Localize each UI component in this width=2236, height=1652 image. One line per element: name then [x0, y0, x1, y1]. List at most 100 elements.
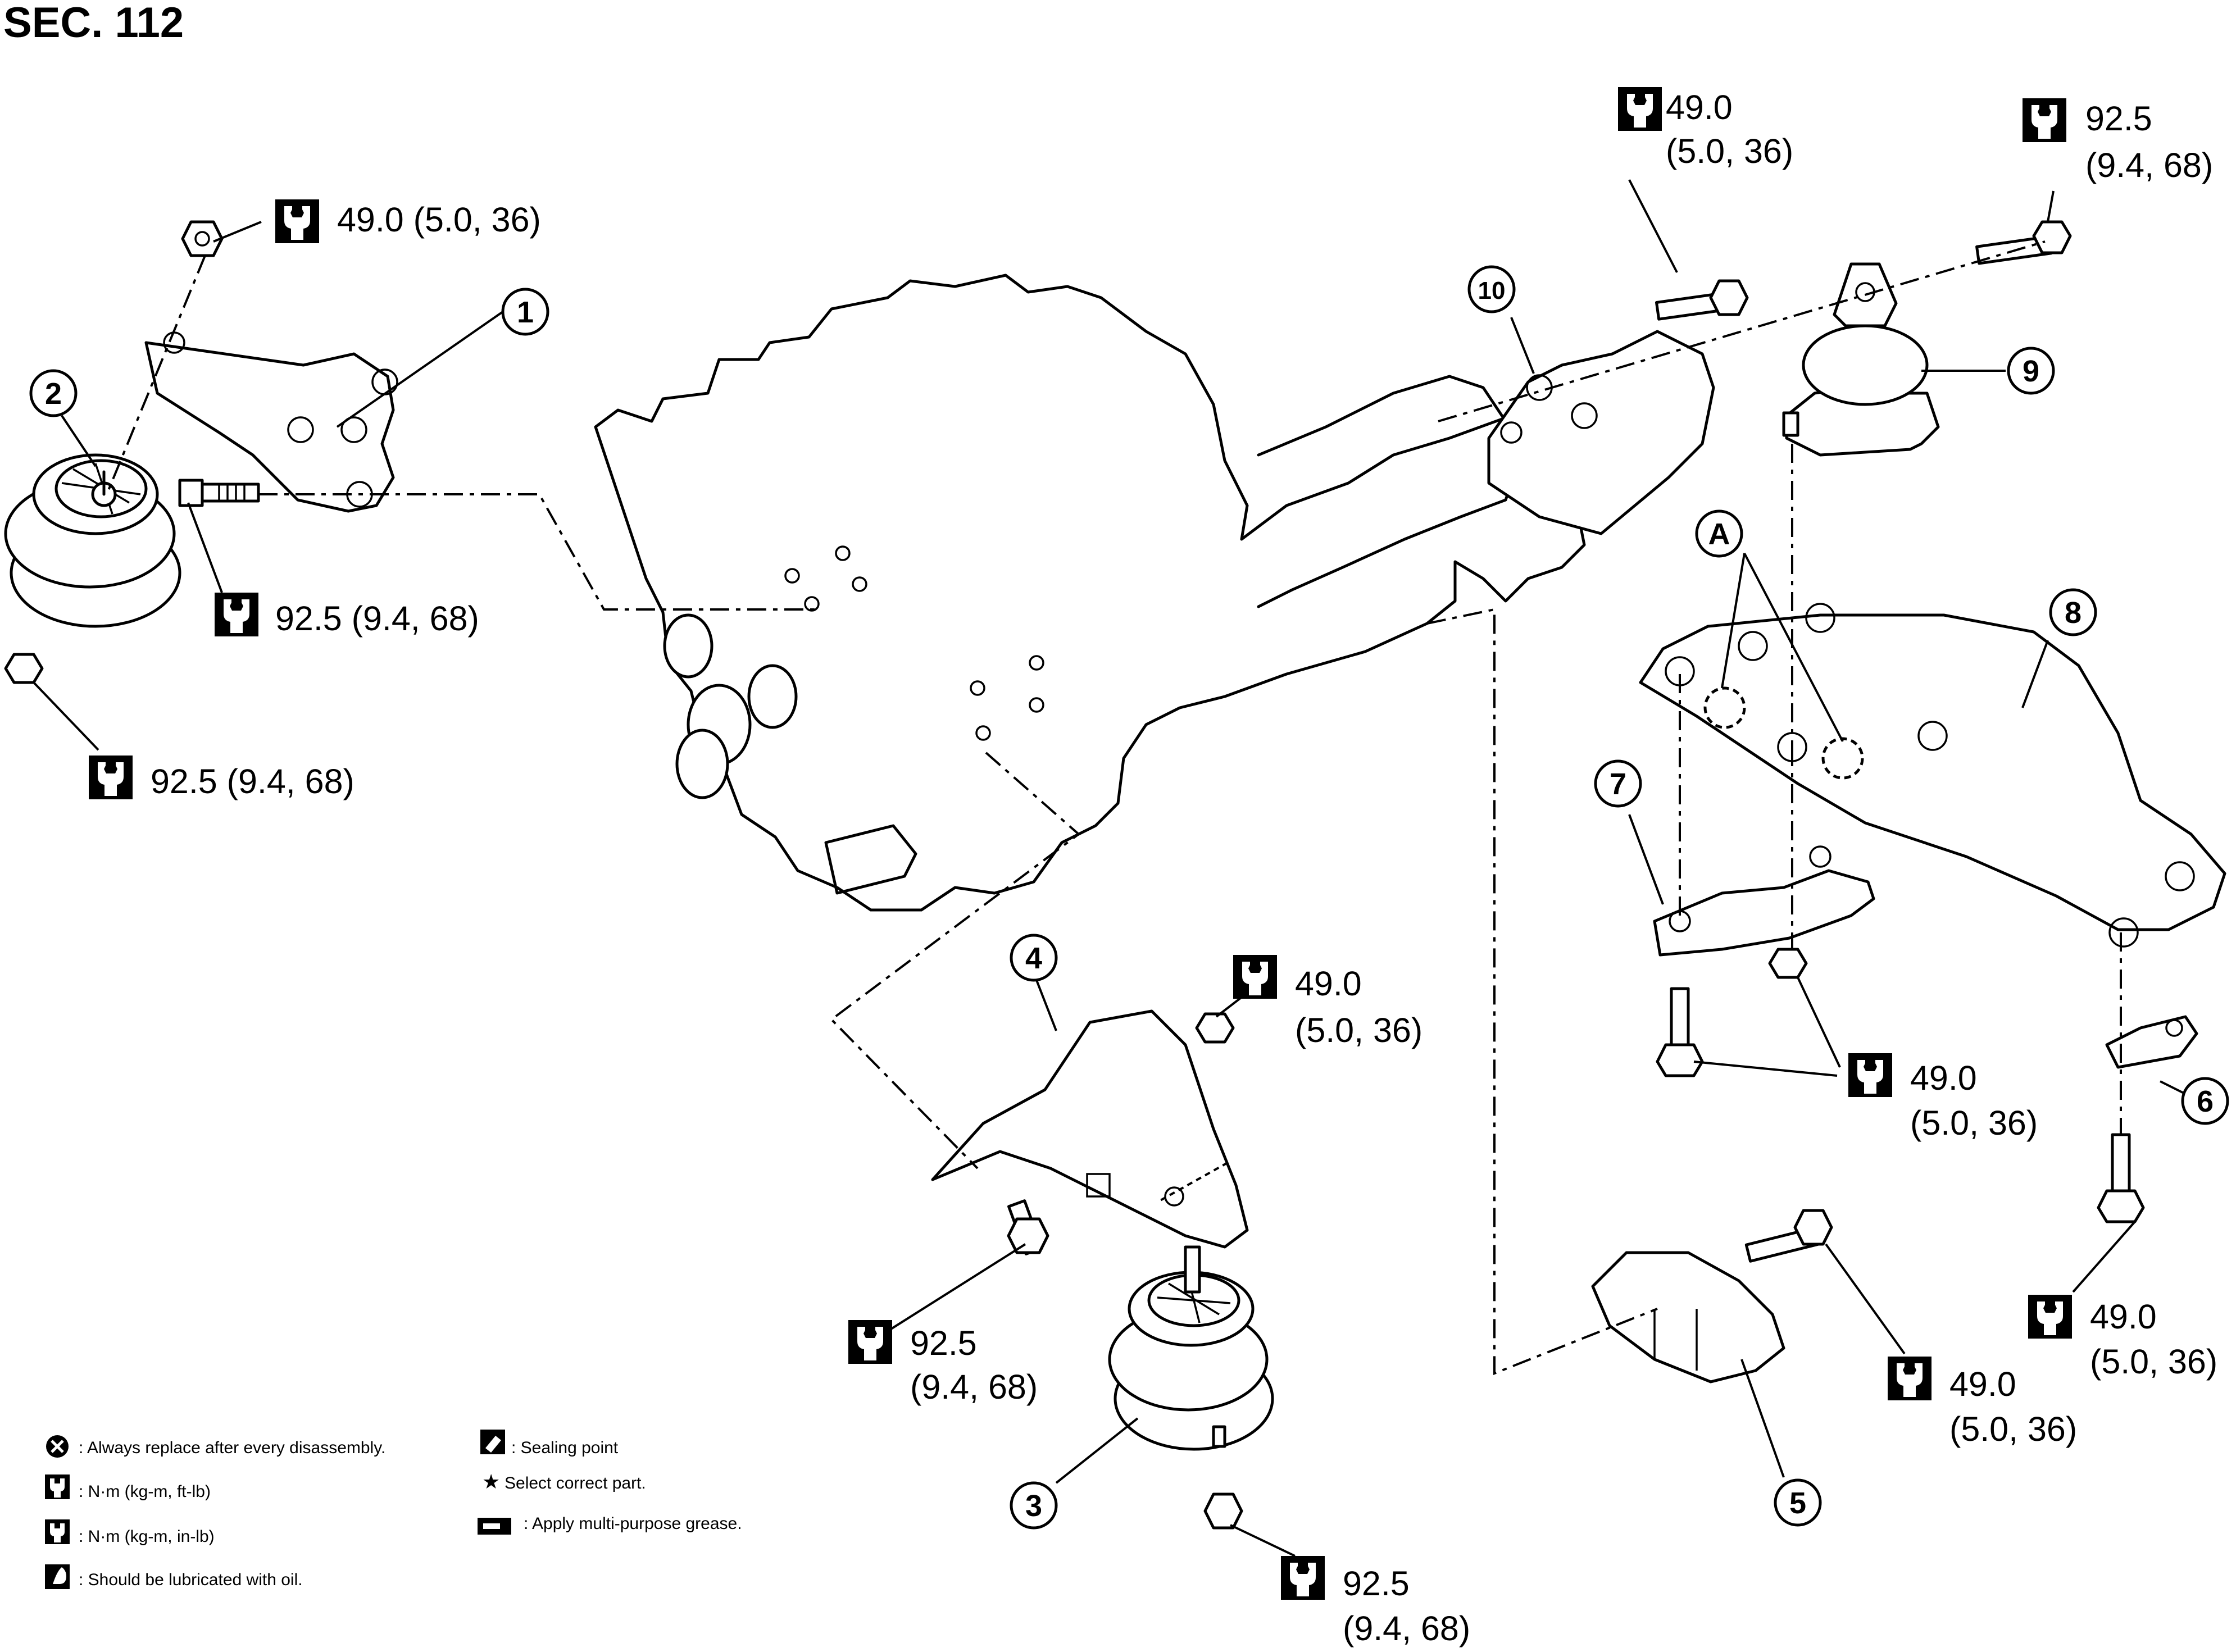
rear-bracket-plate [1653, 845, 1875, 957]
torque-wrench-icon [1888, 1357, 1931, 1400]
callout-4: 4 [1010, 934, 1058, 982]
torque-label-1: 49.0 (5.0, 36) [275, 199, 541, 243]
svg-text:4: 4 [1025, 941, 1042, 975]
callout-3: 3 [1010, 1481, 1058, 1530]
callout-10: 10 [1467, 265, 1516, 313]
svg-text:49.0: 49.0 [1949, 1365, 2016, 1403]
torque-label-2: 92.5 (9.4, 68) [215, 593, 479, 638]
torque-label-9: 49.0 (5.0, 36) [1848, 1053, 2038, 1142]
svg-text:8: 8 [2065, 596, 2082, 630]
svg-text:49.0: 49.0 [1910, 1059, 1977, 1097]
svg-text:3: 3 [1025, 1489, 1042, 1523]
legend-replace: : Always replace after every disassembly… [46, 1435, 385, 1458]
callout-9: 9 [2007, 347, 2055, 395]
svg-text:(9.4, 68): (9.4, 68) [1343, 1609, 1470, 1648]
torque-label-3: 92.5 (9.4, 68) [89, 756, 355, 800]
legend-select: ★ Select correct part. [482, 1470, 646, 1493]
torque-label-11: 49.0 (5.0, 36) [1888, 1357, 2077, 1448]
engine-transmission-outline [594, 274, 1586, 912]
svg-text:92.5 (9.4, 68): 92.5 (9.4, 68) [151, 762, 355, 800]
torque-wrench-icon [2028, 1295, 2072, 1339]
callout-A: A [1695, 509, 1743, 558]
svg-text:49.0: 49.0 [2090, 1298, 2157, 1336]
svg-text:: Sealing point: : Sealing point [511, 1439, 619, 1457]
torque-label-4: 49.0 (5.0, 36) [1618, 87, 1793, 170]
front-mount-bracket-right [931, 1009, 1249, 1249]
callout-1: 1 [501, 288, 549, 336]
svg-text:2: 2 [45, 377, 62, 411]
nut-center-bottom [1203, 1492, 1243, 1530]
legend-nm-ftlb: : N·m (kg-m, ft-lb) [45, 1474, 211, 1501]
legend-lubricate: : Should be lubricated with oil. [45, 1564, 303, 1589]
svg-text:92.5: 92.5 [910, 1324, 977, 1362]
svg-text:: N·m (kg-m, in-lb): : N·m (kg-m, in-lb) [79, 1527, 215, 1546]
legend: : Always replace after every disassembly… [45, 1430, 742, 1589]
svg-text:49.0: 49.0 [1295, 964, 1362, 1003]
svg-text:: N·m (kg-m, ft-lb): : N·m (kg-m, ft-lb) [79, 1482, 211, 1501]
svg-text:(5.0, 36): (5.0, 36) [1949, 1410, 2077, 1448]
svg-text:6: 6 [2197, 1085, 2214, 1118]
svg-text:: Should be lubricated with oi: : Should be lubricated with oil. [79, 1571, 303, 1589]
callout-2: 2 [29, 369, 78, 417]
bolt-left [178, 479, 260, 507]
svg-text:92.5 (9.4, 68): 92.5 (9.4, 68) [275, 599, 479, 638]
legend-grease: : Apply multi-purpose grease. [478, 1514, 742, 1535]
star-icon: ★ [482, 1470, 500, 1493]
torque-wrench-icon [1233, 955, 1277, 999]
nut-center-top [1195, 1012, 1235, 1044]
svg-text:10: 10 [1478, 277, 1506, 304]
svg-text:(9.4, 68): (9.4, 68) [2085, 146, 2213, 184]
bolts-crossmember-lower [1656, 948, 2145, 1223]
rear-stopper-plate [2105, 1015, 2198, 1069]
rear-crossmember [1639, 603, 2226, 948]
torque-label-8: 92.5 (9.4, 68) [1281, 1556, 1470, 1648]
torque-wrench-icon [45, 1519, 70, 1544]
torque-label-7: 92.5 (9.4, 68) [848, 1320, 1038, 1406]
svg-text:49.0: 49.0 [1666, 88, 1733, 126]
callout-8: 8 [2049, 588, 2097, 636]
svg-text:: Apply multi-purpose grease.: : Apply multi-purpose grease. [524, 1514, 742, 1533]
svg-text:1: 1 [517, 295, 534, 329]
bolt-rear-bracket [1655, 279, 1749, 321]
torque-wrench-icon [215, 593, 258, 636]
svg-text:(5.0, 36): (5.0, 36) [2090, 1342, 2217, 1381]
svg-text:(9.4, 68): (9.4, 68) [910, 1368, 1038, 1406]
svg-text:A: A [1708, 517, 1730, 551]
svg-text:(5.0, 36): (5.0, 36) [1295, 1011, 1423, 1049]
section-title: SEC. 112 [3, 0, 184, 47]
torque-wrench-icon [1281, 1556, 1325, 1600]
svg-text:9: 9 [2023, 354, 2039, 388]
torque-wrench-icon [89, 756, 133, 799]
torque-label-10: 49.0 (5.0, 36) [2028, 1295, 2217, 1381]
torque-wrench-icon [45, 1474, 70, 1499]
svg-text:49.0 (5.0, 36): 49.0 (5.0, 36) [337, 201, 541, 239]
svg-text:Select correct part.: Select correct part. [505, 1474, 646, 1492]
torque-wrench-icon [848, 1320, 892, 1364]
front-insulator-left [4, 453, 181, 628]
legend-sealing: : Sealing point [480, 1430, 619, 1457]
svg-text:92.5: 92.5 [2085, 99, 2152, 138]
callout-5: 5 [1774, 1478, 1822, 1527]
torque-wrench-icon [1618, 87, 1662, 131]
svg-text:7: 7 [1610, 767, 1626, 801]
callout-7: 7 [1594, 759, 1642, 808]
nut-top-left [181, 220, 224, 257]
nut-bottom-left [4, 653, 44, 684]
torque-label-6: 49.0 (5.0, 36) [1233, 955, 1423, 1049]
svg-text:(5.0, 36): (5.0, 36) [1910, 1104, 2038, 1142]
callout-6: 6 [2181, 1077, 2229, 1125]
torque-wrench-icon [1848, 1053, 1892, 1097]
rear-bracket [1487, 330, 1715, 535]
torque-label-5: 92.5 (9.4, 68) [2023, 98, 2213, 184]
svg-text:92.5: 92.5 [1343, 1564, 1410, 1603]
bolt-damper [1744, 1209, 1833, 1263]
bolt-rear-insulator [1975, 220, 2072, 265]
dynamic-damper [1591, 1251, 1785, 1384]
svg-text:: Always replace after every d: : Always replace after every disassembly… [79, 1439, 385, 1457]
svg-text:(5.0, 36): (5.0, 36) [1666, 132, 1793, 170]
bolt-center [1007, 1199, 1049, 1255]
front-insulator-right [1108, 1245, 1274, 1451]
torque-wrench-icon [275, 199, 319, 243]
rear-insulator [1782, 262, 1940, 457]
